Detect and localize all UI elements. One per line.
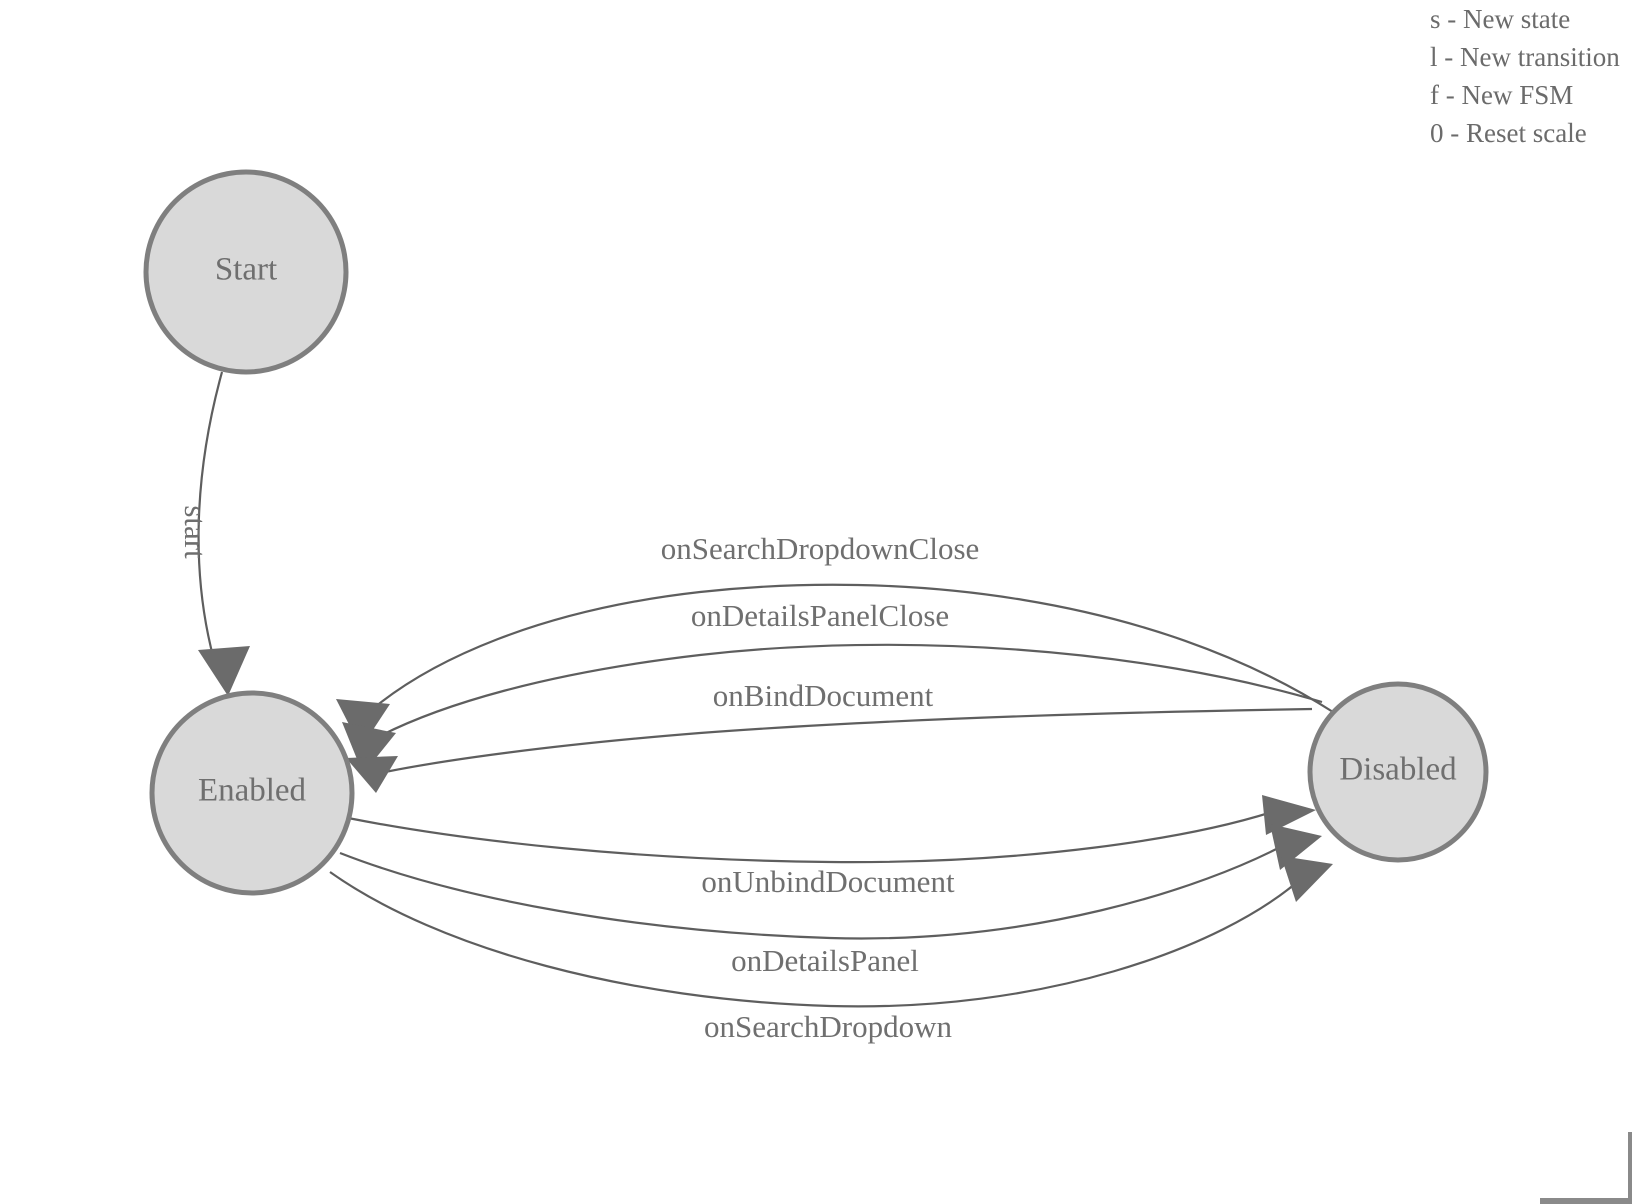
edge-path-start [197,371,224,661]
node-disabled[interactable]: Disabled [1307,681,1489,863]
arrowhead-icon [1262,795,1316,835]
arrowhead-icon [336,699,390,748]
edge-on-search-dropdown[interactable] [329,856,1333,1008]
edge-on-bind-document[interactable] [346,707,1313,793]
edge-path-on-unbind-document [347,810,1273,864]
edge-path-on-details-panel [339,842,1289,940]
edge-path-on-search-dropdown-close [368,583,1334,713]
edge-label-on-unbind-document: onUnbindDocument [701,864,955,899]
edge-path-on-search-dropdown [329,871,1303,1008]
edge-start[interactable] [197,371,250,696]
node-enabled-label: Enabled [198,773,307,809]
edge-label-start: start [178,505,213,559]
resize-corner-icon[interactable] [1540,1132,1632,1204]
edge-on-search-dropdown-close[interactable] [336,583,1334,748]
edge-label-on-details-panel-close: onDetailsPanelClose [691,598,949,633]
resize-corner-vertical-edge [1628,1132,1632,1204]
edge-path-on-bind-document [384,707,1313,774]
arrowhead-icon [198,646,250,696]
node-enabled-circle [149,690,355,896]
edge-label-on-search-dropdown: onSearchDropdown [704,1009,952,1044]
edge-path-on-details-panel-close [377,643,1323,738]
node-disabled-circle [1307,681,1489,863]
node-start-label: Start [215,252,277,288]
edge-label-on-bind-document: onBindDocument [713,678,934,713]
node-start[interactable]: Start [143,169,349,375]
edge-on-unbind-document[interactable] [347,795,1316,864]
edge-label-on-details-panel: onDetailsPanel [731,943,919,978]
node-enabled[interactable]: Enabled [149,690,355,896]
arrowhead-icon [1281,856,1333,902]
arrowhead-icon [342,722,396,774]
arrowhead-icon [346,756,398,793]
edge-label-on-search-dropdown-close: onSearchDropdownClose [661,531,980,566]
node-disabled-label: Disabled [1339,752,1457,788]
edge-on-details-panel-close[interactable] [342,643,1323,774]
resize-corner-horizontal-edge [1540,1198,1632,1204]
node-start-circle [143,169,349,375]
